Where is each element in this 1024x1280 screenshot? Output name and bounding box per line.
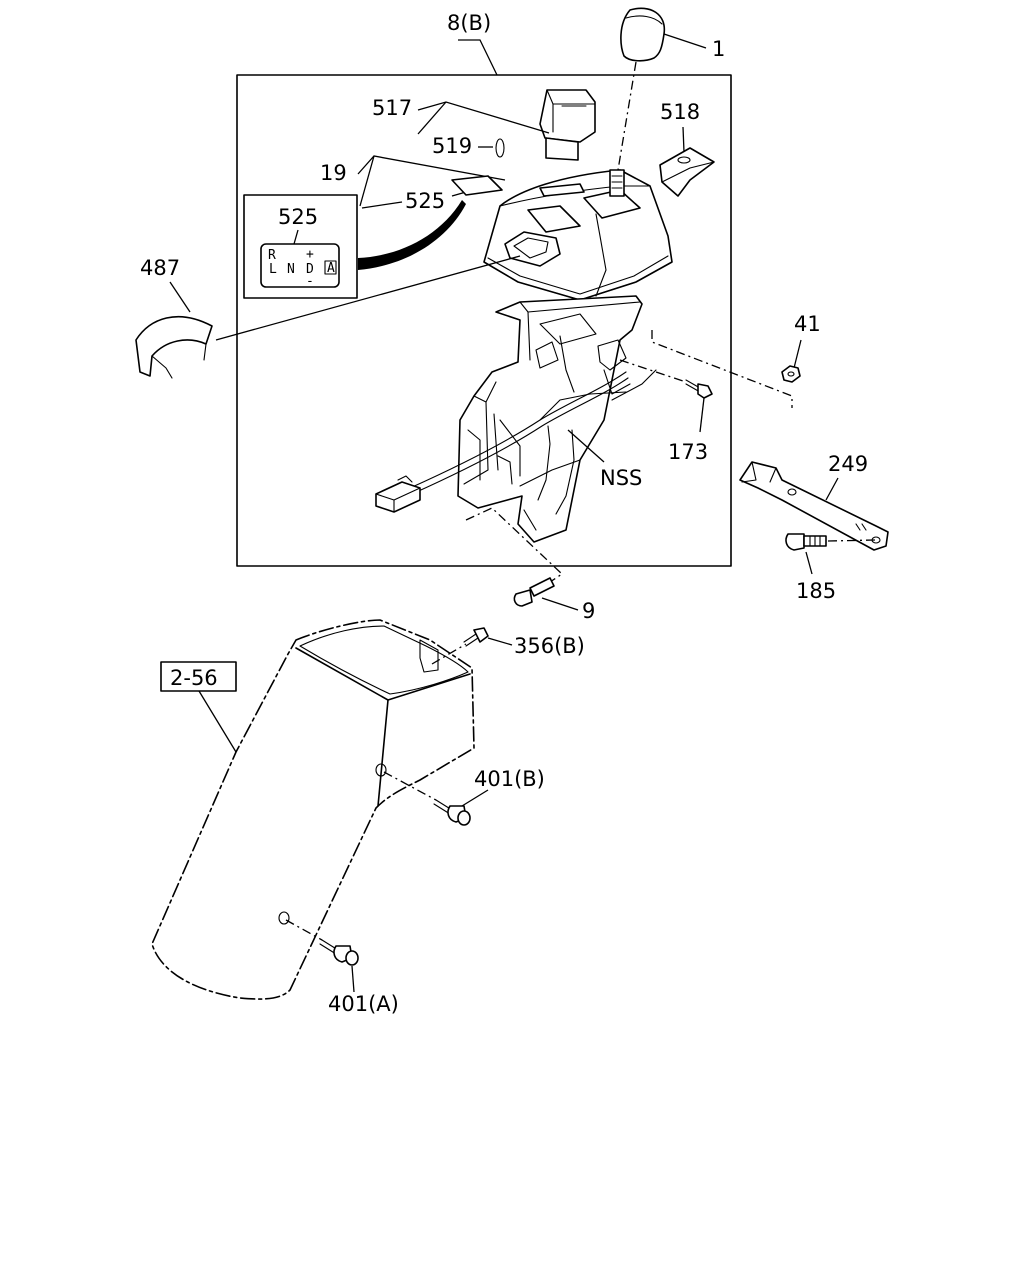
leader-1	[663, 33, 707, 49]
screw-356b	[463, 627, 489, 647]
leader-8b	[458, 39, 498, 76]
bolt-401a	[319, 939, 359, 966]
console-housing	[483, 169, 673, 301]
leader-249	[825, 477, 839, 501]
svg-text:N: N	[287, 262, 295, 277]
svg-text:D: D	[306, 262, 314, 277]
inset-525-box	[243, 194, 358, 299]
label-518: 518	[660, 100, 700, 124]
label-1: 1	[712, 37, 725, 61]
callout-band	[358, 200, 466, 270]
leader-487	[169, 281, 191, 313]
inset-525-label: 525	[278, 205, 318, 229]
label-356b: 356(B)	[514, 634, 585, 658]
label-487: 487	[140, 256, 180, 280]
switch-517	[539, 89, 596, 161]
link-356b	[431, 643, 467, 665]
lower-cover	[151, 619, 475, 1000]
label-173: 173	[668, 440, 708, 464]
ring-519	[495, 138, 505, 158]
leader-356b	[487, 637, 513, 646]
connector	[375, 475, 421, 513]
indicator-plate	[260, 243, 340, 288]
wire-harness-2	[411, 377, 629, 495]
wire-harness	[409, 371, 627, 489]
label-41: 41	[794, 312, 821, 336]
label-19: 19	[320, 161, 347, 185]
label-517: 517	[372, 96, 412, 120]
plate-525	[451, 175, 503, 196]
svg-text:A: A	[327, 261, 335, 276]
shift-knob	[620, 7, 666, 62]
leader-517	[417, 101, 550, 134]
leader-518	[682, 126, 685, 153]
leader-185	[805, 551, 813, 575]
leader-525	[361, 201, 403, 209]
label-nss: NSS	[600, 466, 642, 490]
link-173	[619, 359, 687, 383]
leader-401a	[351, 965, 355, 993]
label-401a: 401(A)	[328, 992, 399, 1016]
leader-nss	[567, 429, 605, 463]
link-487	[215, 255, 521, 341]
bolt-185	[785, 533, 827, 551]
link-9	[465, 507, 564, 583]
label-249: 249	[828, 452, 868, 476]
cap-518	[659, 147, 715, 197]
inset-525-leader	[293, 229, 299, 245]
bolt-9	[513, 577, 555, 607]
leader-41	[793, 339, 802, 369]
label-185: 185	[796, 579, 836, 603]
bracket-249	[739, 461, 889, 551]
leader-517b	[417, 101, 447, 135]
leader-401b	[461, 789, 489, 807]
label-401b: 401(B)	[474, 767, 545, 791]
label-8b: 8(B)	[447, 11, 491, 35]
label-9: 9	[582, 599, 595, 623]
svg-text:L: L	[269, 262, 277, 277]
link-401b	[383, 771, 437, 801]
leader-256	[198, 690, 237, 753]
indicator-text: R L N D + - A	[268, 247, 337, 289]
bolt-401b	[433, 799, 471, 826]
leader-173	[699, 397, 705, 433]
leader-9	[541, 597, 579, 611]
nut-41	[781, 365, 801, 383]
svg-text:+: +	[306, 247, 314, 262]
link-41	[651, 330, 793, 408]
screw-173	[685, 379, 713, 399]
shift-mechanism	[457, 295, 657, 543]
cap-487	[135, 316, 213, 379]
svg-text:R: R	[268, 248, 276, 263]
ref-box-256	[160, 661, 237, 692]
assembly-frame	[236, 74, 732, 567]
label-2-56: 2-56	[170, 666, 218, 690]
label-519: 519	[432, 134, 472, 158]
svg-text:-: -	[306, 274, 314, 289]
link-185	[827, 539, 877, 542]
label-525: 525	[405, 189, 445, 213]
knob-axis	[617, 61, 637, 171]
leader-19b	[359, 155, 375, 207]
link-401a	[285, 919, 323, 941]
